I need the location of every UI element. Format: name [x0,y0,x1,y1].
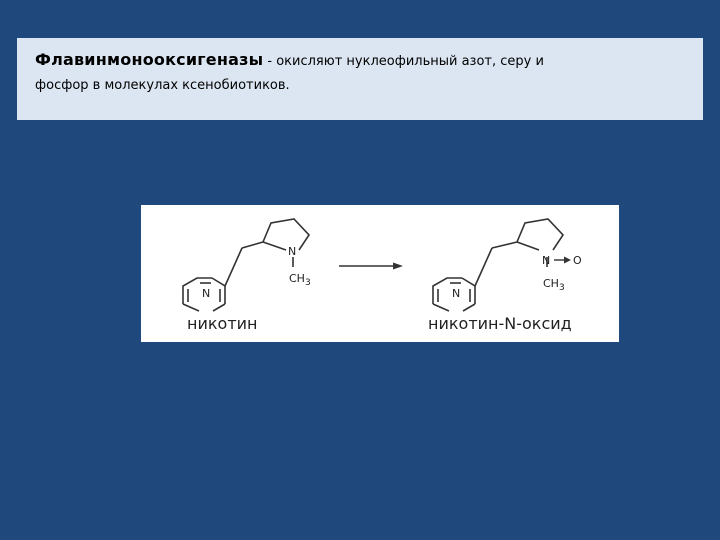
nicotine-caption: никотин [187,314,258,333]
text-line-1-rest: - окисляют нуклеофильный азот, серу и [263,54,544,69]
oxide-methyl-ch: CH [543,277,559,290]
nicotine-link-bond [224,247,243,287]
nicotine-methyl-ch: CH [289,272,305,285]
nicotine-ring-bond [212,303,226,312]
oxide-ring-bond [461,277,476,304]
nicotine-n-oxide-caption: никотин-N-оксид [428,314,572,333]
nicotine-structure [182,218,311,312]
nicotine-methyl-label: CH3 [289,272,311,288]
nicotine-pyrrolidine-bond [262,241,287,251]
oxide-methyl-sub: 3 [559,283,565,293]
oxide-ring-nitrogen: N [452,287,460,300]
text-panel: Флавинмонооксигеназы - окисляют нуклеофи… [17,38,703,120]
oxide-methyl-label: CH3 [543,277,565,293]
nicotine-ring-bond [182,303,200,312]
text-line-2: фосфор в молекулах ксенобиотиков. [35,78,290,93]
nicotine-ring-bond [182,277,212,304]
nicotine-amine-nitrogen: N [288,245,296,258]
reaction-arrow [339,262,403,270]
oxide-link-bond [491,241,518,249]
nicotine-ring-bond [211,277,226,304]
oxide-pyrrolidine-bond [516,218,565,251]
nicotine-pyrrolidine-bond [262,218,311,251]
text-line-1: Флавинмонооксигеназы - окисляют нуклеофи… [35,50,687,72]
oxide-ring-bond [432,303,450,312]
oxide-ring-bond [462,303,476,312]
reaction-scheme: N N CH3 никотин N N O [182,218,582,333]
reaction-figure: N N CH3 никотин N N O [141,205,619,342]
nicotine-n-oxide-structure [432,218,565,312]
oxide-link-bond [474,247,493,287]
n-oxide-arrow [554,256,571,264]
nicotine-link-bond [241,241,264,249]
oxide-ring-bond [432,277,462,304]
nicotine-ring-nitrogen: N [202,287,210,300]
nicotine-methyl-sub: 3 [305,278,311,288]
oxide-amine-nitrogen: N [542,254,550,267]
oxide-oxygen: O [573,254,582,267]
oxide-pyrrolidine-bond [516,241,540,251]
heading-term: Флавинмонооксигеназы [35,50,264,69]
